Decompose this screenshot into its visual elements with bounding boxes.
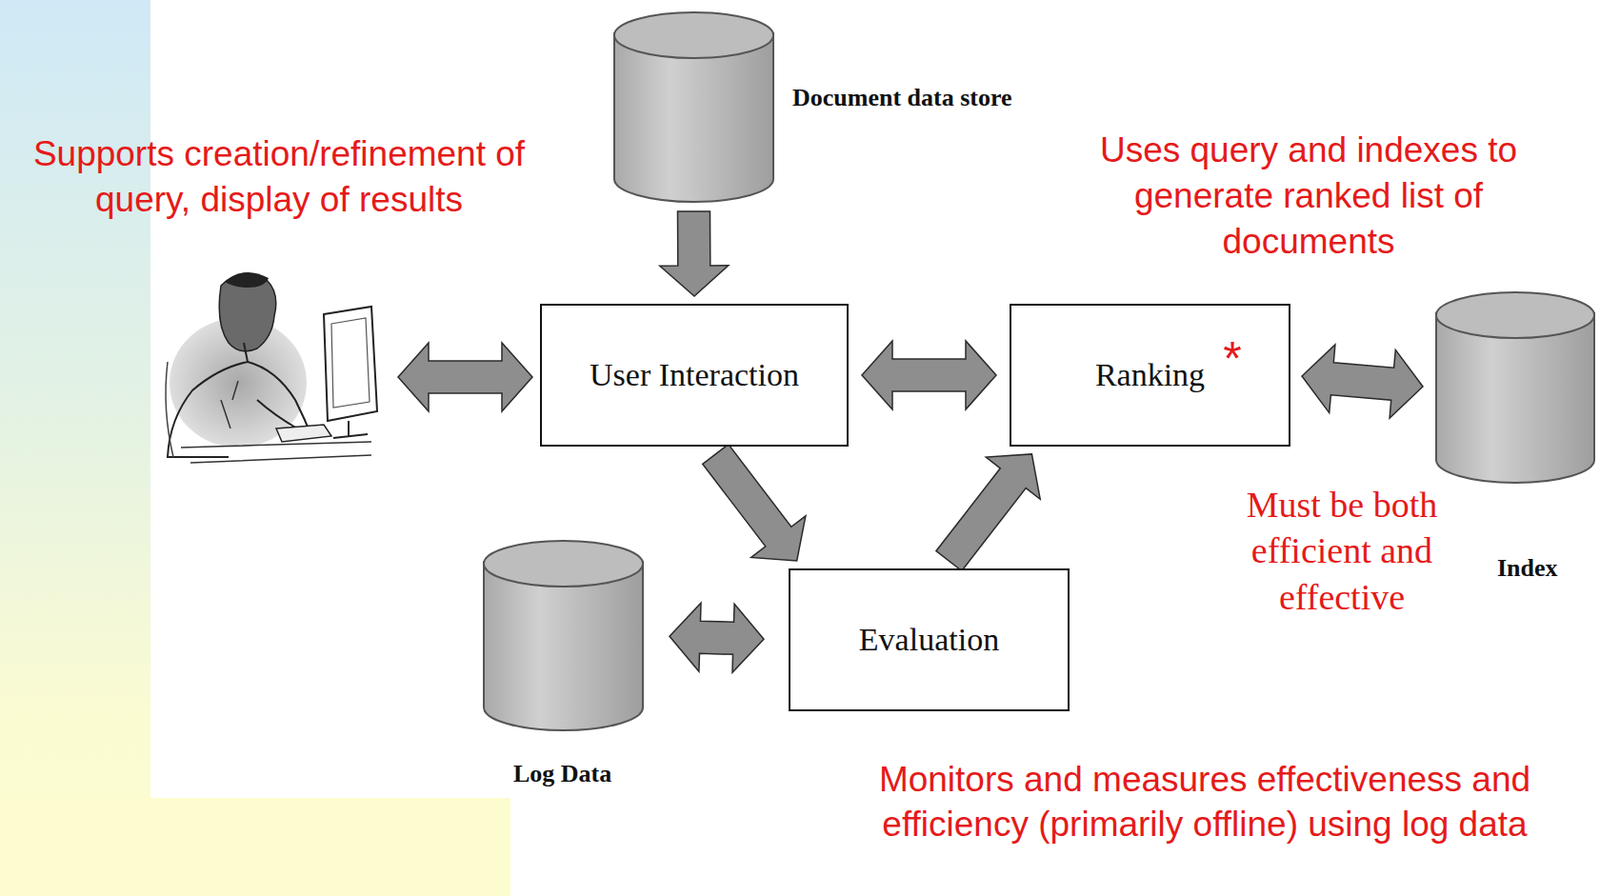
- process-box: Evaluation: [788, 568, 1070, 712]
- block-arrow: [660, 211, 729, 297]
- callout-mark: *: [1218, 335, 1247, 383]
- block-arrow: [936, 454, 1040, 572]
- box-label: Ranking: [1095, 357, 1205, 394]
- block-arrow: [1301, 344, 1423, 419]
- store-label: Document data store: [792, 83, 1013, 113]
- cylinder-shape: [481, 539, 645, 733]
- block-arrow: [669, 602, 764, 673]
- annotation-note: Monitors and measures effectiveness and …: [857, 757, 1553, 848]
- block-arrow: [398, 342, 533, 412]
- cylinder-shape: [612, 10, 776, 204]
- cylinder-shape: [1434, 290, 1597, 485]
- process-box: User Interaction: [540, 303, 849, 447]
- data-store-cylinder: Index: [1434, 290, 1597, 485]
- annotation-note: Supports creation/refinement of query, d…: [5, 131, 553, 223]
- data-store-cylinder: Document data store: [612, 10, 776, 204]
- store-label: Log Data: [513, 760, 612, 789]
- block-arrow: [702, 444, 806, 561]
- background-band: [0, 798, 511, 896]
- box-label: Evaluation: [859, 621, 1000, 659]
- annotation-note: Uses query and indexes to generate ranke…: [1081, 127, 1536, 265]
- block-arrow: [861, 340, 997, 410]
- data-store-cylinder: Log Data: [481, 539, 645, 733]
- store-label: Index: [1497, 554, 1559, 583]
- box-label: User Interaction: [589, 357, 800, 394]
- process-box: Ranking: [1009, 303, 1291, 447]
- annotation-note: Must be both efficient and effective: [1224, 481, 1460, 620]
